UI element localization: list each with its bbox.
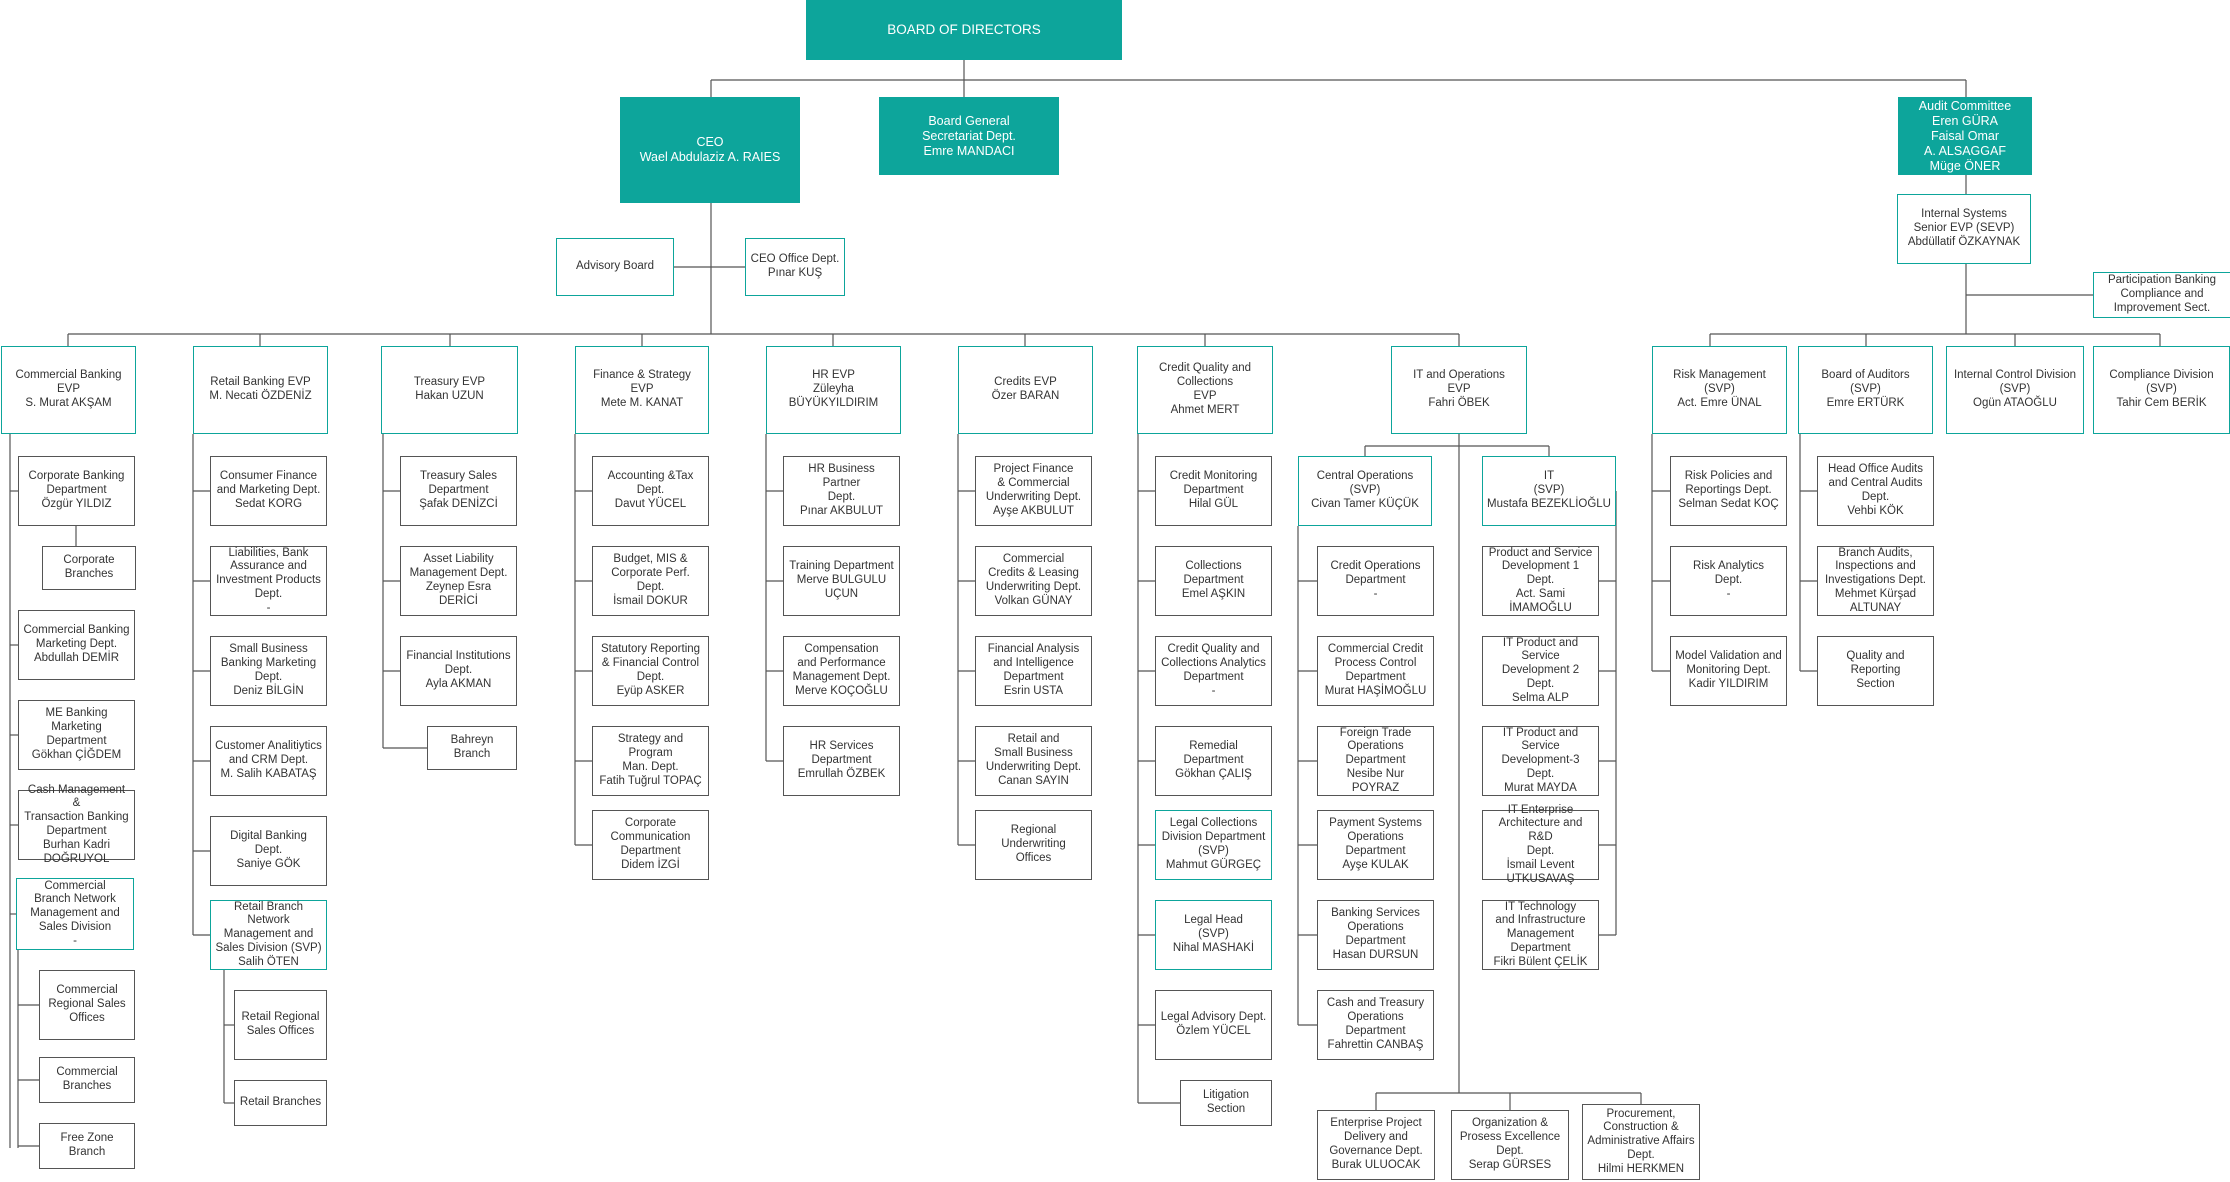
node-rb: Retail Banking EVP M. Necati ÖZDENİZ	[193, 346, 328, 434]
node-cb5: Commercial Branch Network Management and…	[16, 878, 134, 950]
node-rb2: Liabilities, Bank Assurance and Investme…	[210, 546, 327, 616]
node-cq2: Collections Department Emel AŞKIN	[1155, 546, 1272, 616]
node-it1: Product and Service Development 1 Dept. …	[1482, 546, 1599, 616]
node-fs1: Accounting &Tax Dept. Davut YÜCEL	[592, 456, 709, 526]
node-rb4: Customer Analitiytics and CRM Dept. M. S…	[210, 726, 327, 796]
node-rm2: Risk Analytics Dept. -	[1670, 546, 1787, 616]
node-cq8: Litigation Section	[1180, 1080, 1272, 1126]
node-tr2: Asset Liability Management Dept. Zeynep …	[400, 546, 517, 616]
node-ic: Internal Control Division (SVP) Ogün ATA…	[1946, 346, 2084, 434]
node-co5: Banking Services Operations Department H…	[1317, 900, 1434, 970]
node-rb6a: Retail Regional Sales Offices	[234, 990, 327, 1060]
node-fs3: Statutory Reporting & Financial Control …	[592, 636, 709, 706]
node-bgs: Board General Secretariat Dept. Emre MAN…	[879, 97, 1059, 175]
node-tr1: Treasury Sales Department Şafak DENİZCİ	[400, 456, 517, 526]
node-fs4: Strategy and Program Man. Dept. Fatih Tu…	[592, 726, 709, 796]
node-cr4: Retail and Small Business Underwriting D…	[975, 726, 1092, 796]
node-hr1: HR Business Partner Dept. Pınar AKBULUT	[783, 456, 900, 526]
node-rb6: Retail Branch Network Management and Sal…	[210, 900, 327, 970]
node-board: BOARD OF DIRECTORS	[806, 0, 1122, 60]
node-co6: Cash and Treasury Operations Department …	[1317, 990, 1434, 1060]
node-cr2: Commercial Credits & Leasing Underwritin…	[975, 546, 1092, 616]
node-co4: Payment Systems Operations Department Ay…	[1317, 810, 1434, 880]
node-rb6b: Retail Branches	[234, 1080, 327, 1126]
node-rb5: Digital Banking Dept. Saniye GÖK	[210, 816, 327, 886]
node-ba: Board of Auditors (SVP) Emre ERTÜRK	[1798, 346, 1933, 434]
node-cb1a: Corporate Branches	[42, 546, 136, 590]
node-tr4: Bahreyn Branch	[427, 726, 517, 770]
node-internal: Internal Systems Senior EVP (SEVP) Abdül…	[1897, 194, 2031, 264]
node-hr3: Compensation and Performance Management …	[783, 636, 900, 706]
node-advisory: Advisory Board	[556, 238, 674, 296]
node-cb3: ME Banking Marketing Department Gökhan Ç…	[18, 700, 135, 770]
node-cq7: Legal Advisory Dept. Özlem YÜCEL	[1155, 990, 1272, 1060]
node-cb5b: Commercial Branches	[39, 1057, 135, 1103]
node-co3: Foreign Trade Operations Department Nesi…	[1317, 726, 1434, 796]
node-co: Central Operations (SVP) Civan Tamer KÜÇ…	[1298, 456, 1432, 526]
node-tr: Treasury EVP Hakan UZUN	[381, 346, 518, 434]
node-cr3: Financial Analysis and Intelligence Depa…	[975, 636, 1092, 706]
node-cd: Compliance Division (SVP) Tahir Cem BERİ…	[2093, 346, 2230, 434]
node-cb5c: Free Zone Branch	[39, 1123, 135, 1169]
node-ba3: Quality and Reporting Section	[1817, 636, 1934, 706]
node-cq6: Legal Head (SVP) Nihal MASHAKİ	[1155, 900, 1272, 970]
node-fs: Finance & Strategy EVP Mete M. KANAT	[575, 346, 709, 434]
node-io3: Procurement, Construction & Administrati…	[1582, 1104, 1700, 1180]
node-cb4: Cash Management & Transaction Banking De…	[18, 784, 135, 865]
node-ba2: Branch Audits, Inspections and Investiga…	[1817, 546, 1934, 616]
node-cr: Credits EVP Özer BARAN	[958, 346, 1093, 434]
node-rm1: Risk Policies and Reportings Dept. Selma…	[1670, 456, 1787, 526]
node-itd: IT (SVP) Mustafa BEZEKLİOĞLU	[1482, 456, 1616, 526]
node-it3: IT Product and Service Development-3 Dep…	[1482, 726, 1599, 796]
node-cq5: Legal Collections Division Department (S…	[1155, 810, 1272, 880]
node-cq1: Credit Monitoring Department Hilal GÜL	[1155, 456, 1272, 526]
node-ba1: Head Office Audits and Central Audits De…	[1817, 456, 1934, 526]
node-rb3: Small Business Banking Marketing Dept. D…	[210, 636, 327, 706]
node-cb5a: Commercial Regional Sales Offices	[39, 970, 135, 1040]
node-cb1: Corporate Banking Department Özgür YILDI…	[18, 456, 135, 526]
node-it4: IT Enterprise Architecture and R&D Dept.…	[1482, 804, 1599, 885]
node-io2: Organization & Prosess Excellence Dept. …	[1451, 1110, 1569, 1180]
node-it5: IT Technology and Infrastructure Managem…	[1482, 900, 1599, 970]
node-ceooffice: CEO Office Dept. Pınar KUŞ	[745, 238, 845, 296]
node-cq: Credit Quality and Collections EVP Ahmet…	[1137, 346, 1273, 434]
node-co2: Commercial Credit Process Control Depart…	[1317, 636, 1434, 706]
node-hr: HR EVP Züleyha BÜYÜKYILDIRIM	[766, 346, 901, 434]
node-cb: Commercial Banking EVP S. Murat AKŞAM	[1, 346, 136, 434]
node-cq3: Credit Quality and Collections Analytics…	[1155, 636, 1272, 706]
node-tr3: Financial Institutions Dept. Ayla AKMAN	[400, 636, 517, 706]
node-hr2: Training Department Merve BULGULU UÇUN	[783, 546, 900, 616]
node-partbank: Participation Banking Compliance and Imp…	[2093, 272, 2230, 318]
node-audit: Audit Committee Eren GÜRA Faisal Omar A.…	[1898, 97, 2032, 175]
node-rb1: Consumer Finance and Marketing Dept. Sed…	[210, 456, 327, 526]
node-io1: Enterprise Project Delivery and Governan…	[1317, 1110, 1435, 1180]
node-hr4: HR Services Department Emrullah ÖZBEK	[783, 726, 900, 796]
node-cb2: Commercial Banking Marketing Dept. Abdul…	[18, 610, 135, 680]
node-ceo: CEO Wael Abdulaziz A. RAIES	[620, 97, 800, 203]
node-co1: Credit Operations Department -	[1317, 546, 1434, 616]
node-rm: Risk Management (SVP) Act. Emre ÜNAL	[1652, 346, 1787, 434]
node-fs5: Corporate Communication Department Didem…	[592, 810, 709, 880]
node-cr5: Regional Underwriting Offices	[975, 810, 1092, 880]
node-it: IT and Operations EVP Fahri ÖBEK	[1391, 346, 1527, 434]
node-cr1: Project Finance & Commercial Underwritin…	[975, 456, 1092, 526]
node-fs2: Budget, MIS & Corporate Perf. Dept. İsma…	[592, 546, 709, 616]
node-rm3: Model Validation and Monitoring Dept. Ka…	[1670, 636, 1787, 706]
node-cq4: Remedial Department Gökhan ÇALIŞ	[1155, 726, 1272, 796]
node-it2: IT Product and Service Development 2 Dep…	[1482, 636, 1599, 706]
